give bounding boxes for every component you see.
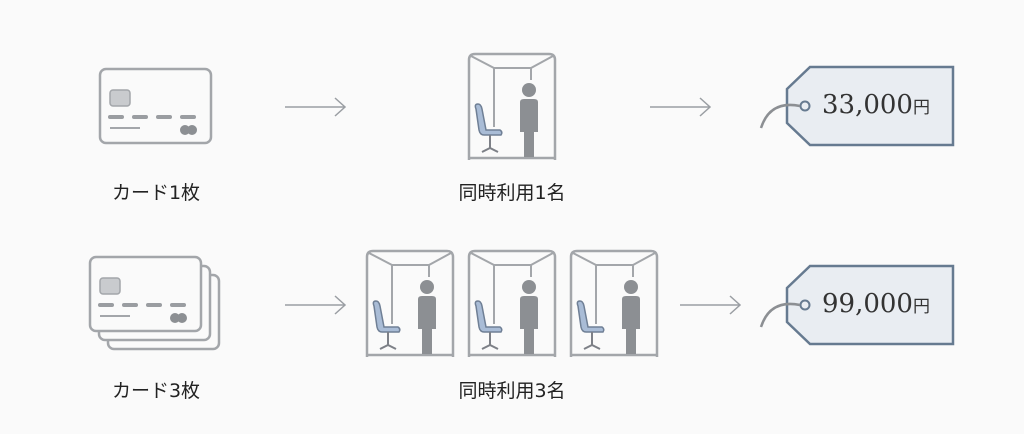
arrow-right-icon [650, 97, 711, 117]
credit-card-stack-icon [88, 255, 221, 351]
price-value: 33,000 [822, 90, 913, 120]
credit-card-icon [98, 67, 213, 145]
currency: 円 [912, 98, 930, 118]
cards-label: カード3枚 [111, 380, 201, 402]
usage-label: 同時利用1名 [458, 182, 566, 204]
price-label: 99,000円 [822, 289, 930, 319]
currency: 円 [912, 297, 930, 317]
price-value: 99,000 [822, 289, 913, 319]
usage-label: 同時利用3名 [458, 380, 566, 402]
arrow-right-icon [285, 97, 346, 117]
booth-icon [467, 249, 557, 359]
price-label: 33,000円 [822, 90, 930, 120]
arrow-right-icon [680, 295, 741, 315]
booth-icon [467, 52, 557, 162]
arrow-right-icon [285, 295, 346, 315]
booth-icon [365, 249, 455, 359]
booth-icon [569, 249, 659, 359]
cards-label: カード1枚 [111, 182, 201, 204]
